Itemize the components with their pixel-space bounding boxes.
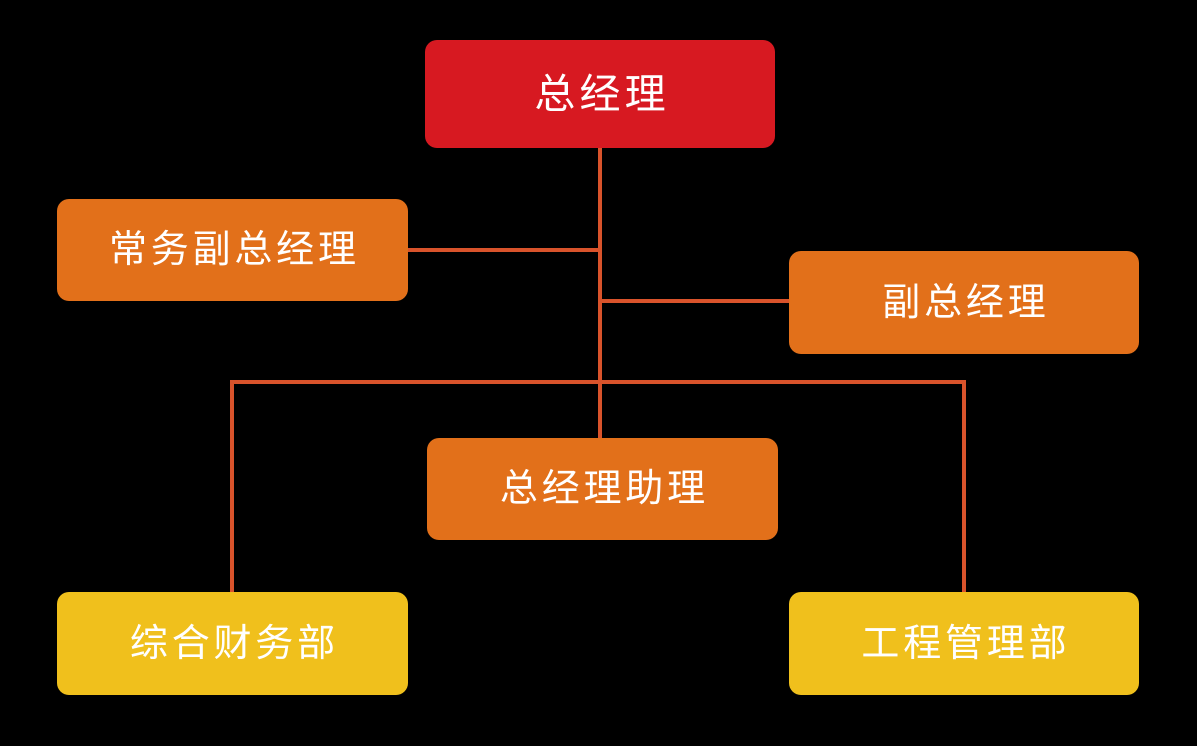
org-node-assistant[interactable]: 总经理助理 xyxy=(427,438,778,540)
org-node-engineering[interactable]: 工程管理部 xyxy=(789,592,1139,695)
org-node-exec-vp[interactable]: 常务副总经理 xyxy=(57,199,408,301)
org-node-label: 总经理助理 xyxy=(499,468,709,510)
org-node-label: 工程管理部 xyxy=(861,622,1071,665)
org-node-label: 副总经理 xyxy=(882,281,1050,324)
org-node-label: 综合财务部 xyxy=(129,622,339,665)
org-node-label: 总经理 xyxy=(534,70,670,117)
org-node-vp[interactable]: 副总经理 xyxy=(789,251,1139,354)
org-node-ceo[interactable]: 总经理 xyxy=(425,40,775,148)
org-node-finance[interactable]: 综合财务部 xyxy=(57,592,408,695)
org-node-label: 常务副总经理 xyxy=(108,229,360,271)
